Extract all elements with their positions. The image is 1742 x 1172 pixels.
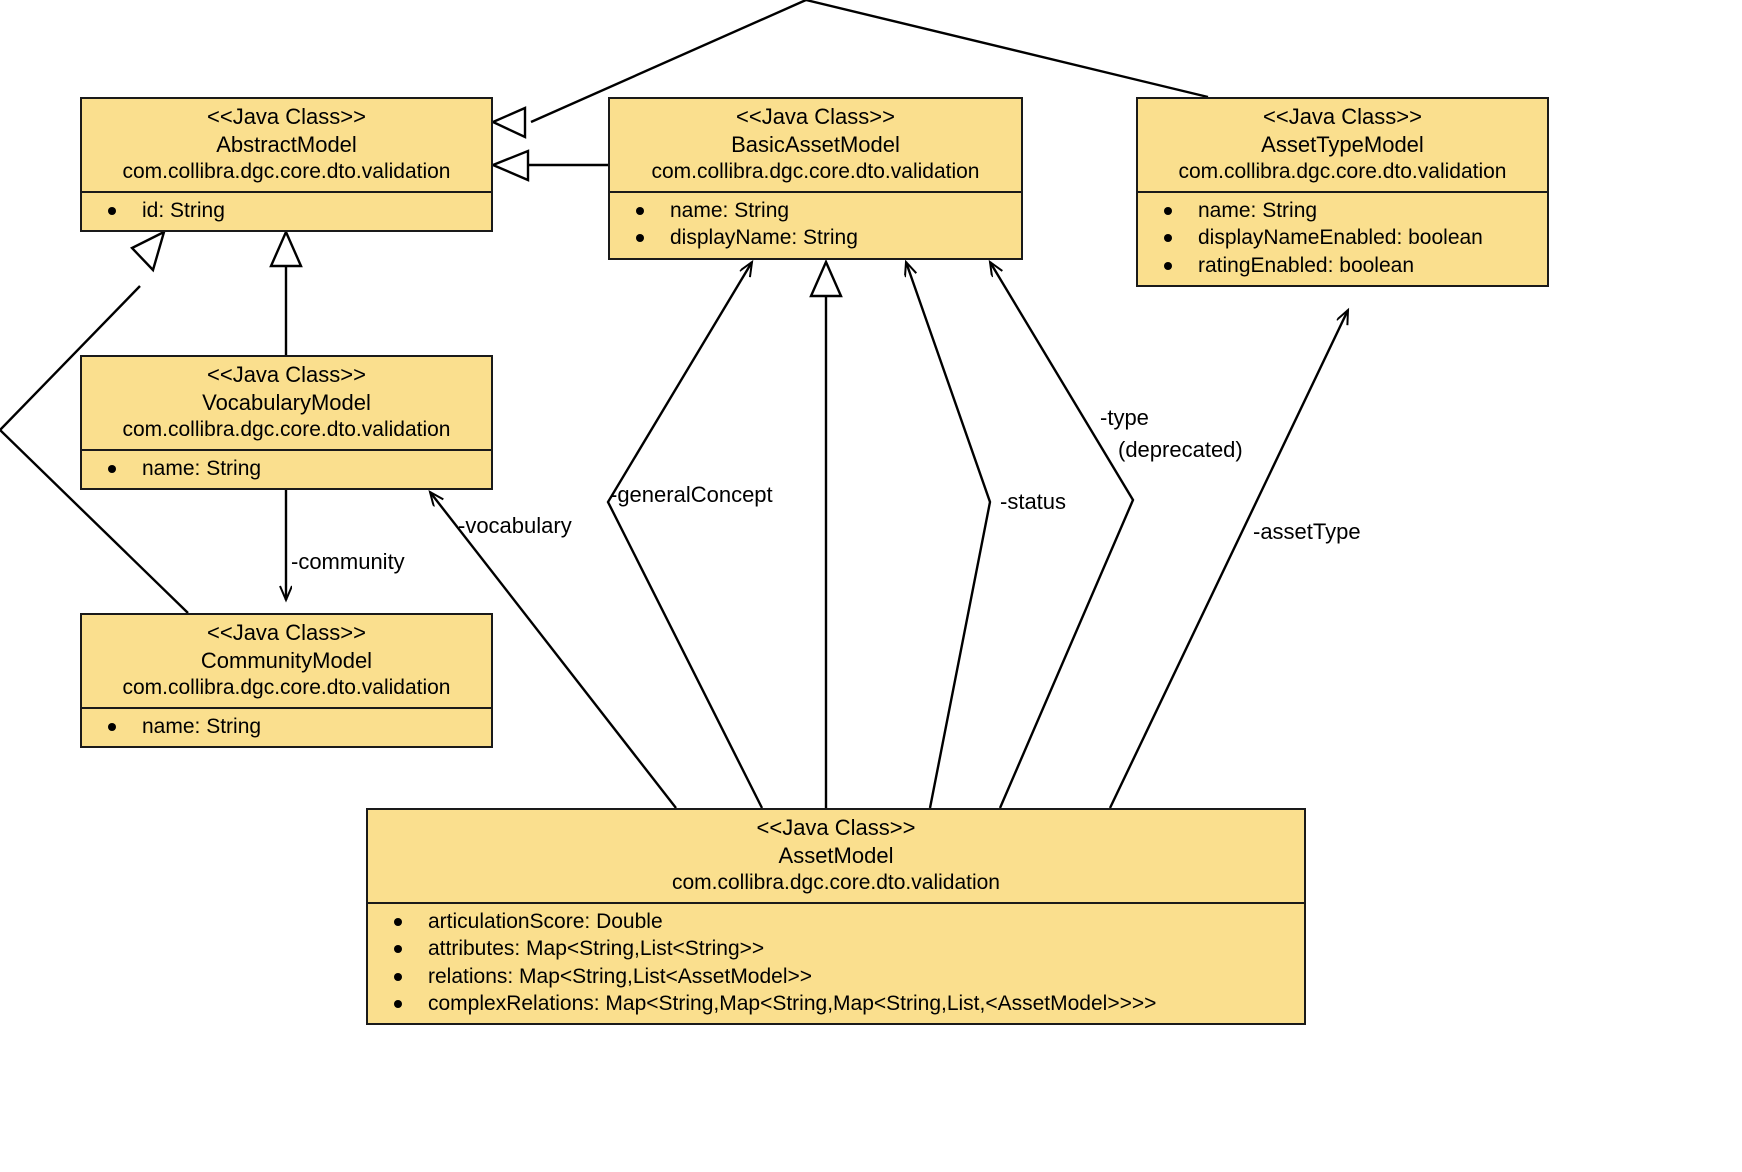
class-header: <<Java Class>> BasicAssetModel com.colli… (610, 99, 1021, 191)
attribute-text: articulationScore: Double (428, 910, 663, 934)
attribute-text: id: String (142, 199, 225, 223)
edge-label-community: -community (291, 549, 405, 574)
attribute-text: relations: Map<String,List<AssetModel>> (428, 964, 813, 988)
class-divider (368, 902, 1304, 905)
class-header: <<Java Class>> VocabularyModel com.colli… (82, 357, 491, 449)
class-package: com.collibra.dgc.core.dto.validation (651, 160, 980, 184)
attribute-text: complexRelations: Map<String,Map<String,… (428, 992, 1157, 1016)
class-name: VocabularyModel (202, 390, 371, 416)
class-divider (610, 191, 1021, 194)
attribute-text: name: String (142, 457, 262, 481)
bullet-icon (108, 207, 116, 216)
class-name: AssetTypeModel (1261, 132, 1424, 158)
class-header: <<Java Class>> AbstractModel com.collibr… (82, 99, 491, 191)
class-attributes: name: String (82, 451, 491, 488)
class-stereotype: <<Java Class>> (1263, 104, 1422, 129)
class-stereotype: <<Java Class>> (207, 620, 366, 645)
class-attributes: name: String (82, 709, 491, 746)
class-name: AssetModel (778, 843, 894, 869)
attribute-row: displayNameEnabled: boolean (1138, 224, 1547, 251)
edge-label-asset-type: -assetType (1253, 519, 1361, 544)
class-header: <<Java Class>> AssetTypeModel com.collib… (1138, 99, 1547, 191)
class-box-asset-model[interactable]: <<Java Class>> AssetModel com.collibra.d… (366, 808, 1306, 1026)
edge-label-vocabulary: -vocabulary (458, 513, 572, 538)
edge-label-type: -type (1100, 405, 1149, 430)
generalization-triangle-assetmodel (809, 259, 843, 298)
attribute-text: attributes: Map<String,List<String>> (428, 937, 765, 961)
attribute-text: name: String (142, 715, 262, 739)
edge-assettype-to-abstract-top (805, 0, 1209, 99)
bullet-icon (394, 972, 402, 981)
edge-assettype-association (1108, 310, 1348, 809)
attribute-row: ratingEnabled: boolean (1138, 252, 1547, 279)
class-attributes: articulationScore: Double attributes: Ma… (368, 904, 1304, 1023)
edge-type-association (990, 262, 1135, 809)
class-divider (1138, 191, 1547, 194)
class-header: <<Java Class>> CommunityModel com.collib… (82, 615, 491, 707)
attribute-row: complexRelations: Map<String,Map<String,… (368, 990, 1304, 1017)
bullet-icon (394, 1000, 402, 1009)
generalization-triangle-top (490, 106, 527, 139)
class-box-abstract-model[interactable]: <<Java Class>> AbstractModel com.collibr… (80, 97, 493, 233)
attribute-row: displayName: String (610, 224, 1021, 251)
edge-label-status: -status (1000, 489, 1067, 514)
bullet-icon (1164, 261, 1172, 270)
edge-label-general-concept: -generalConcept (610, 482, 773, 507)
attribute-row: name: String (82, 455, 491, 482)
class-attributes: id: String (82, 193, 491, 230)
bullet-icon (636, 207, 644, 216)
class-package: com.collibra.dgc.core.dto.validation (122, 676, 451, 700)
class-box-basic-asset-model[interactable]: <<Java Class>> BasicAssetModel com.colli… (608, 97, 1023, 260)
class-name: BasicAssetModel (731, 132, 900, 158)
bullet-icon (108, 465, 116, 474)
bullet-icon (394, 945, 402, 954)
attribute-row: attributes: Map<String,List<String>> (368, 935, 1304, 962)
attribute-row: relations: Map<String,List<AssetModel>> (368, 963, 1304, 990)
bullet-icon (636, 234, 644, 243)
class-package: com.collibra.dgc.core.dto.validation (122, 418, 451, 442)
bullet-icon (1164, 234, 1172, 243)
edge-status-association (906, 262, 992, 809)
class-package: com.collibra.dgc.core.dto.validation (671, 871, 1000, 895)
class-divider (82, 449, 491, 452)
class-name: AbstractModel (216, 132, 357, 158)
attribute-row: name: String (1138, 197, 1547, 224)
class-stereotype: <<Java Class>> (207, 104, 366, 129)
class-stereotype: <<Java Class>> (207, 362, 366, 387)
attribute-text: displayName: String (670, 226, 858, 250)
class-divider (82, 191, 491, 194)
edge-generalconcept-association (606, 262, 764, 809)
attribute-text: name: String (670, 199, 790, 223)
edge-label-type-deprecated: (deprecated) (1118, 437, 1243, 462)
class-package: com.collibra.dgc.core.dto.validation (1178, 160, 1507, 184)
class-package: com.collibra.dgc.core.dto.validation (122, 160, 451, 184)
class-header: <<Java Class>> AssetModel com.collibra.d… (368, 810, 1304, 902)
bullet-icon (1164, 207, 1172, 216)
attribute-text: name: String (1198, 199, 1318, 223)
attribute-row: id: String (82, 197, 491, 224)
bullet-icon (394, 918, 402, 927)
bullet-icon (108, 723, 116, 732)
class-box-vocabulary-model[interactable]: <<Java Class>> VocabularyModel com.colli… (80, 355, 493, 491)
attribute-text: displayNameEnabled: boolean (1198, 226, 1483, 250)
class-attributes: name: String displayNameEnabled: boolean… (1138, 193, 1547, 285)
class-name: CommunityModel (200, 648, 373, 674)
generalization-triangle-basic (489, 149, 530, 182)
class-box-community-model[interactable]: <<Java Class>> CommunityModel com.collib… (80, 613, 493, 749)
attribute-row: name: String (610, 197, 1021, 224)
class-attributes: name: String displayName: String (610, 193, 1021, 258)
attribute-row: articulationScore: Double (368, 908, 1304, 935)
class-stereotype: <<Java Class>> (736, 104, 895, 129)
class-divider (82, 707, 491, 710)
generalization-triangle-community (130, 229, 166, 273)
attribute-text: ratingEnabled: boolean (1198, 253, 1415, 277)
attribute-row: name: String (82, 713, 491, 740)
generalization-triangle-vocab (269, 229, 303, 268)
class-box-asset-type-model[interactable]: <<Java Class>> AssetTypeModel com.collib… (1136, 97, 1549, 288)
class-stereotype: <<Java Class>> (756, 815, 916, 840)
